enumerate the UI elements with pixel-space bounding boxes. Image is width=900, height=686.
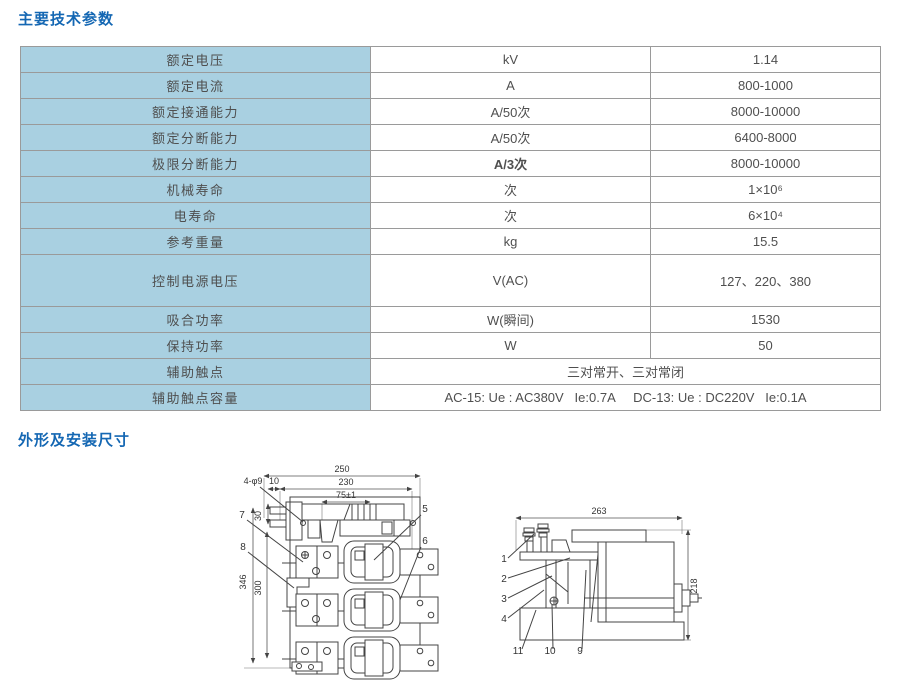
pole-assembly-2 xyxy=(282,588,439,632)
param-name-cell: 吸合功率 xyxy=(20,306,371,333)
table-row: 极限分断能力 A/3次 8000-10000 xyxy=(20,150,881,177)
table-row: 辅助触点容量 AC-15: Ue : AC380V Ie:0.7A DC-13:… xyxy=(20,384,881,411)
value-cell: 1530 xyxy=(650,306,881,333)
table-row: 额定电流 A 800-1000 xyxy=(20,72,881,99)
param-name-cell: 额定电压 xyxy=(20,46,371,73)
value-cell: 8000-10000 xyxy=(650,98,881,125)
table-row: 额定电压 kV 1.14 xyxy=(20,46,881,73)
param-name-cell: 电寿命 xyxy=(20,202,371,229)
param-name-cell: 辅助触点 xyxy=(20,358,371,385)
value-cell: 127、220、380 xyxy=(650,254,881,307)
callout-1: 1 xyxy=(501,554,507,565)
unit-cell: 次 xyxy=(370,202,651,229)
callout-3: 3 xyxy=(501,594,507,605)
callout-2: 2 xyxy=(501,574,507,585)
value-cell: 800-1000 xyxy=(650,72,881,99)
unit-cell: A/50次 xyxy=(370,98,651,125)
callout-9: 9 xyxy=(577,646,583,656)
dim-10: 10 xyxy=(269,476,279,486)
pole-assembly-3 xyxy=(282,636,439,680)
callout-4: 4 xyxy=(501,614,507,625)
table-row: 额定接通能力 A/50次 8000-10000 xyxy=(20,98,881,125)
param-name-cell: 额定接通能力 xyxy=(20,98,371,125)
unit-cell: A xyxy=(370,72,651,99)
value-cell: 1×10⁶ xyxy=(650,176,881,203)
table-row: 电寿命 次 6×10⁴ xyxy=(20,202,881,229)
unit-cell: W(瞬间) xyxy=(370,306,651,333)
table-row: 控制电源电压 V(AC) 127、220、380 xyxy=(20,254,881,307)
dim-230: 230 xyxy=(338,477,353,487)
dim-75: 75±1 xyxy=(336,490,356,500)
table-row: 额定分断能力 A/50次 6400-8000 xyxy=(20,124,881,151)
front-view-drawing: 250 230 75±1 10 30 346 300 4-φ9 xyxy=(238,464,439,680)
callout-6: 6 xyxy=(422,536,428,547)
param-name-cell: 辅助触点容量 xyxy=(20,384,371,411)
callout-5: 5 xyxy=(422,504,428,515)
dim-346: 346 xyxy=(238,574,248,589)
param-name-cell: 机械寿命 xyxy=(20,176,371,203)
unit-cell: 次 xyxy=(370,176,651,203)
unit-cell: A/50次 xyxy=(370,124,651,151)
param-name-cell: 额定电流 xyxy=(20,72,371,99)
callout-11: 11 xyxy=(513,646,524,656)
table-row: 参考重量 kg 15.5 xyxy=(20,228,881,255)
side-view-drawing: 263 218 1 2 xyxy=(501,506,702,656)
unit-cell: A/3次 xyxy=(370,150,651,177)
dim-250: 250 xyxy=(334,464,349,474)
param-name-cell: 参考重量 xyxy=(20,228,371,255)
value-cell: 15.5 xyxy=(650,228,881,255)
table-row: 辅助触点 三对常开、三对常闭 xyxy=(20,358,881,385)
merged-value-cell: 三对常开、三对常闭 xyxy=(370,358,881,385)
param-name-cell: 控制电源电压 xyxy=(20,254,371,307)
value-cell: 50 xyxy=(650,332,881,359)
merged-value-cell: AC-15: Ue : AC380V Ie:0.7A DC-13: Ue : D… xyxy=(370,384,881,411)
param-name-cell: 额定分断能力 xyxy=(20,124,371,151)
table-row: 机械寿命 次 1×10⁶ xyxy=(20,176,881,203)
hole-label: 4-φ9 xyxy=(244,476,263,486)
value-cell: 8000-10000 xyxy=(650,150,881,177)
unit-cell: kV xyxy=(370,46,651,73)
table-row: 吸合功率 W(瞬间) 1530 xyxy=(20,306,881,333)
callout-7: 7 xyxy=(239,510,245,521)
value-cell: 6400-8000 xyxy=(650,124,881,151)
section-title-parameters: 主要技术参数 xyxy=(18,11,115,28)
dim-263: 263 xyxy=(591,506,606,516)
param-name-cell: 极限分断能力 xyxy=(20,150,371,177)
pole-assembly-1 xyxy=(282,540,439,584)
dim-300: 300 xyxy=(253,580,263,595)
param-name-cell: 保持功率 xyxy=(20,332,371,359)
dim-218: 218 xyxy=(689,578,699,593)
unit-cell: kg xyxy=(370,228,651,255)
unit-cell: V(AC) xyxy=(370,254,651,307)
callout-10: 10 xyxy=(544,646,556,656)
callout-8: 8 xyxy=(240,542,246,553)
value-cell: 1.14 xyxy=(650,46,881,73)
dim-30: 30 xyxy=(253,511,263,521)
value-cell: 6×10⁴ xyxy=(650,202,881,229)
section-title-dimensions: 外形及安装尺寸 xyxy=(18,432,131,449)
specs-table: 额定电压 kV 1.14 额定电流 A 800-1000 额定接通能力 A/50… xyxy=(20,46,881,411)
table-row: 保持功率 W 50 xyxy=(20,332,881,359)
unit-cell: W xyxy=(370,332,651,359)
